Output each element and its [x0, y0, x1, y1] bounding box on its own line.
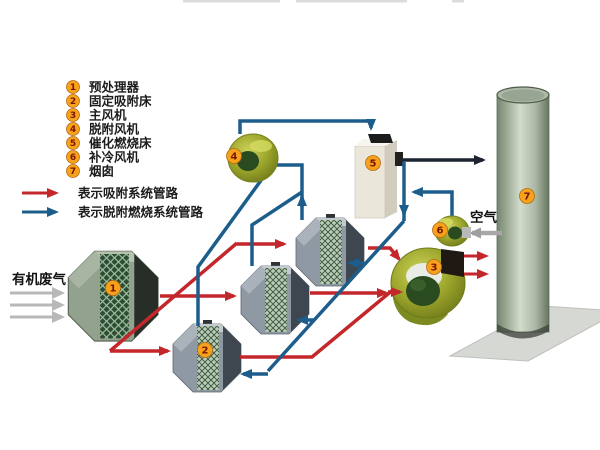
legend-label-4: 脱附风机 [89, 122, 140, 137]
badge-4-num: 4 [231, 152, 238, 163]
legend-item-7: 7 烟囱 [66, 164, 114, 179]
legend-num-5: 5 [70, 139, 76, 149]
desorption-piping [196, 119, 454, 379]
pipe-blue-coolair-to-combustor [411, 187, 454, 216]
badge-1-num: 1 [110, 284, 117, 295]
chimney-top-inner [501, 89, 545, 102]
legend-item-1: 1 预处理器 [66, 80, 140, 95]
adsorption-bed-top [295, 214, 365, 287]
badge-4: 4 [226, 148, 242, 164]
legend-num-4: 4 [70, 125, 76, 135]
legend: 1 预处理器 2 固定吸附床 3 主风机 4 脱附风机 5 催化燃烧床 6 补冷风机 7 烟囱… [22, 80, 204, 220]
legend-label-6: 补冷风机 [88, 150, 140, 165]
badge-2: 2 [197, 342, 213, 358]
legend-item-6: 6 补冷风机 [66, 150, 140, 165]
legend-num-2: 2 [70, 97, 76, 107]
pipe-blue-bedmiddle-riser [250, 190, 303, 266]
top-border-artifacts [183, 0, 464, 3]
pipe-blue-bed2-riser [196, 177, 264, 326]
chimney-bottom-rim [497, 324, 549, 339]
badge-6: 6 [432, 222, 448, 238]
legend-label-2: 固定吸附床 [89, 94, 152, 109]
legend-item-5: 5 催化燃烧床 [66, 136, 152, 151]
mesh-panel [99, 253, 129, 339]
mesh-panel [197, 326, 219, 390]
device-3-main-fan [390, 247, 466, 326]
legend-flow-desorption: 表示脱附燃烧系统管路 [22, 205, 204, 220]
mesh-panel [265, 268, 287, 332]
pipe-blue-fan4-to-combustor [238, 119, 376, 134]
air-label: 空气 [470, 209, 497, 226]
chimney-body [496, 93, 550, 333]
legend-flow-blue-label: 表示脱附燃烧系统管路 [77, 205, 204, 220]
legend-num-1: 1 [70, 83, 76, 93]
legend-flow-red-label: 表示吸附系统管路 [77, 186, 179, 201]
legend-item-4: 4 脱附风机 [66, 122, 140, 137]
badge-3-num: 3 [431, 263, 438, 274]
badge-2-num: 2 [202, 346, 209, 357]
badge-6-num: 6 [437, 226, 444, 237]
combustor-cap [368, 134, 393, 143]
badge-5: 5 [365, 155, 381, 171]
mesh-panel [320, 220, 342, 284]
fan3-outlet-arrows [464, 251, 489, 279]
badge-1: 1 [105, 280, 121, 296]
pipe-red-bed2-to-fan [240, 287, 396, 359]
fan-outlet [441, 249, 464, 277]
legend-num-3: 3 [70, 111, 76, 121]
device-2-adsorption-bed [172, 320, 242, 393]
legend-label-1: 预处理器 [89, 80, 140, 95]
waste-gas-label: 有机废气 [12, 271, 66, 288]
legend-label-5: 催化燃烧床 [89, 136, 152, 151]
legend-num-7: 7 [70, 167, 76, 177]
legend-flow-adsorption: 表示吸附系统管路 [22, 186, 179, 201]
legend-item-2: 2 固定吸附床 [66, 94, 152, 109]
device-1-pretreater [67, 250, 159, 342]
device-badges: 1 2 3 4 5 6 7 [105, 148, 535, 358]
legend-label-3: 主风机 [89, 108, 127, 123]
legend-label-7: 烟囱 [89, 164, 114, 179]
device-5-catalytic-bed [354, 134, 403, 219]
badge-7: 7 [519, 188, 535, 204]
adsorption-bed-middle [240, 262, 310, 335]
badge-7-num: 7 [524, 192, 531, 203]
pipe-blue-return-diagonal [266, 219, 406, 373]
pipe-red-bedtop-to-fan [368, 246, 401, 262]
legend-item-3: 3 主风机 [66, 108, 127, 123]
badge-5-num: 5 [370, 159, 377, 170]
combustor-outlet [395, 152, 403, 166]
device-7-chimney [496, 86, 550, 339]
legend-num-6: 6 [70, 153, 76, 163]
waste-gas-arrows [10, 287, 65, 323]
badge-3: 3 [426, 259, 442, 275]
